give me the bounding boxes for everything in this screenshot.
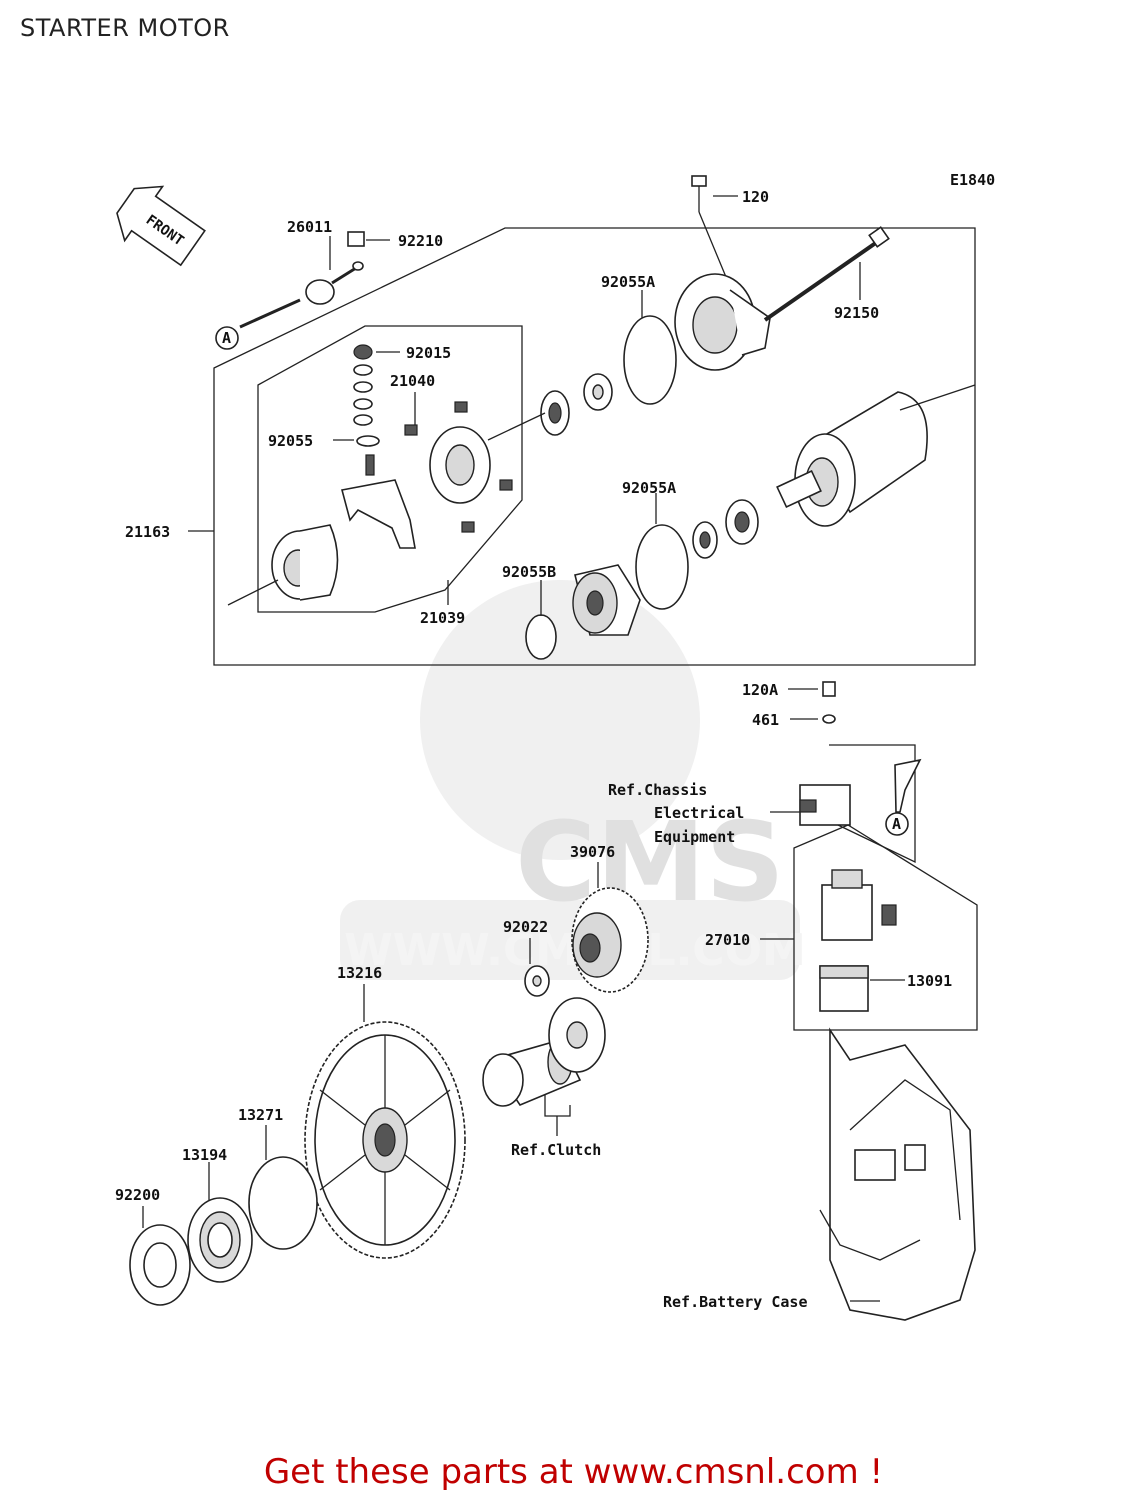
label-92055A-mid: 92055A bbox=[622, 479, 676, 497]
wire-terminal bbox=[894, 758, 922, 813]
label-13271: 13271 bbox=[238, 1106, 283, 1124]
label-92200: 92200 bbox=[115, 1186, 160, 1204]
label-92055A-top: 92055A bbox=[601, 273, 655, 291]
o-ring-92055A-top bbox=[623, 315, 677, 405]
starter-relay-27010 bbox=[821, 869, 897, 941]
brush-holder bbox=[404, 401, 513, 533]
o-ring-92055A-mid bbox=[635, 524, 689, 610]
relay-bracket-outline bbox=[829, 744, 916, 864]
watermark-logo: CMS WWW.CMSNL.COM bbox=[340, 580, 806, 980]
label-21163: 21163 bbox=[125, 523, 170, 541]
label-92055B: 92055B bbox=[502, 563, 556, 581]
label-92055: 92055 bbox=[268, 432, 313, 450]
brush-plate bbox=[341, 454, 416, 549]
relay-group-outline bbox=[793, 824, 978, 1031]
label-27010: 27010 bbox=[705, 931, 750, 949]
label-92022: 92022 bbox=[503, 918, 548, 936]
label-13216: 13216 bbox=[337, 964, 382, 982]
shim-13271 bbox=[248, 1156, 318, 1250]
promo-link[interactable]: Get these parts at www.cmsnl.com ! bbox=[263, 1452, 884, 1492]
o-ring-92055B bbox=[525, 614, 557, 660]
label-26011: 26011 bbox=[287, 218, 332, 236]
yoke-collar bbox=[271, 524, 339, 601]
label-120: 120 bbox=[742, 188, 769, 206]
label-13091: 13091 bbox=[907, 972, 952, 990]
front-arrow-icon: FRONT bbox=[116, 185, 206, 267]
clutch-plate bbox=[548, 997, 606, 1073]
ref-battery-case: Ref.Battery Case bbox=[663, 1293, 808, 1311]
label-92150: 92150 bbox=[834, 304, 879, 322]
marker-a-bottom-label: A bbox=[892, 815, 901, 833]
exploded-parts-diagram: CMS WWW.CMSNL.COM E1840 FRONT bbox=[115, 171, 995, 1321]
relay-mount bbox=[799, 784, 851, 826]
marker-a-bottom bbox=[885, 812, 909, 836]
starter-gear-13216 bbox=[304, 1021, 466, 1259]
bolt-120A bbox=[822, 681, 836, 697]
rear-cover bbox=[674, 273, 771, 371]
label-92015: 92015 bbox=[406, 344, 451, 362]
front-cover bbox=[572, 564, 641, 636]
label-92210: 92210 bbox=[398, 232, 443, 250]
long-bolt-92150 bbox=[763, 226, 890, 322]
starter-group-outline bbox=[213, 227, 976, 666]
terminal-bolt-26011 bbox=[239, 261, 364, 329]
brush-group-outline bbox=[257, 325, 523, 613]
motor-body bbox=[776, 384, 976, 527]
label-21040: 21040 bbox=[390, 372, 435, 390]
marker-a-top-label: A bbox=[222, 329, 231, 347]
page-title: STARTER MOTOR bbox=[20, 14, 230, 42]
plate-92200 bbox=[129, 1224, 191, 1306]
label-21039: 21039 bbox=[420, 609, 465, 627]
ref-chassis-line1: Ref.Chassis bbox=[608, 781, 707, 799]
label-120A: 120A bbox=[742, 681, 778, 699]
ref-chassis-line2: Electrical bbox=[654, 804, 744, 822]
ref-chassis-line3: Equipment bbox=[654, 828, 735, 846]
relay-cover-13091 bbox=[819, 965, 869, 1012]
washer-461 bbox=[822, 714, 836, 724]
one-way-clutch-13194 bbox=[187, 1197, 253, 1283]
battery-case bbox=[819, 1027, 976, 1321]
diagram-code: E1840 bbox=[950, 171, 995, 189]
marker-a-top bbox=[215, 326, 239, 350]
watermark-logo-text: CMS bbox=[515, 798, 784, 926]
washer-stack bbox=[353, 344, 380, 447]
nut-92210 bbox=[347, 231, 365, 247]
ref-clutch: Ref.Clutch bbox=[511, 1141, 601, 1159]
idle-gear-39076 bbox=[571, 887, 649, 993]
label-39076: 39076 bbox=[570, 843, 615, 861]
label-13194: 13194 bbox=[182, 1146, 227, 1164]
label-461: 461 bbox=[752, 711, 779, 729]
